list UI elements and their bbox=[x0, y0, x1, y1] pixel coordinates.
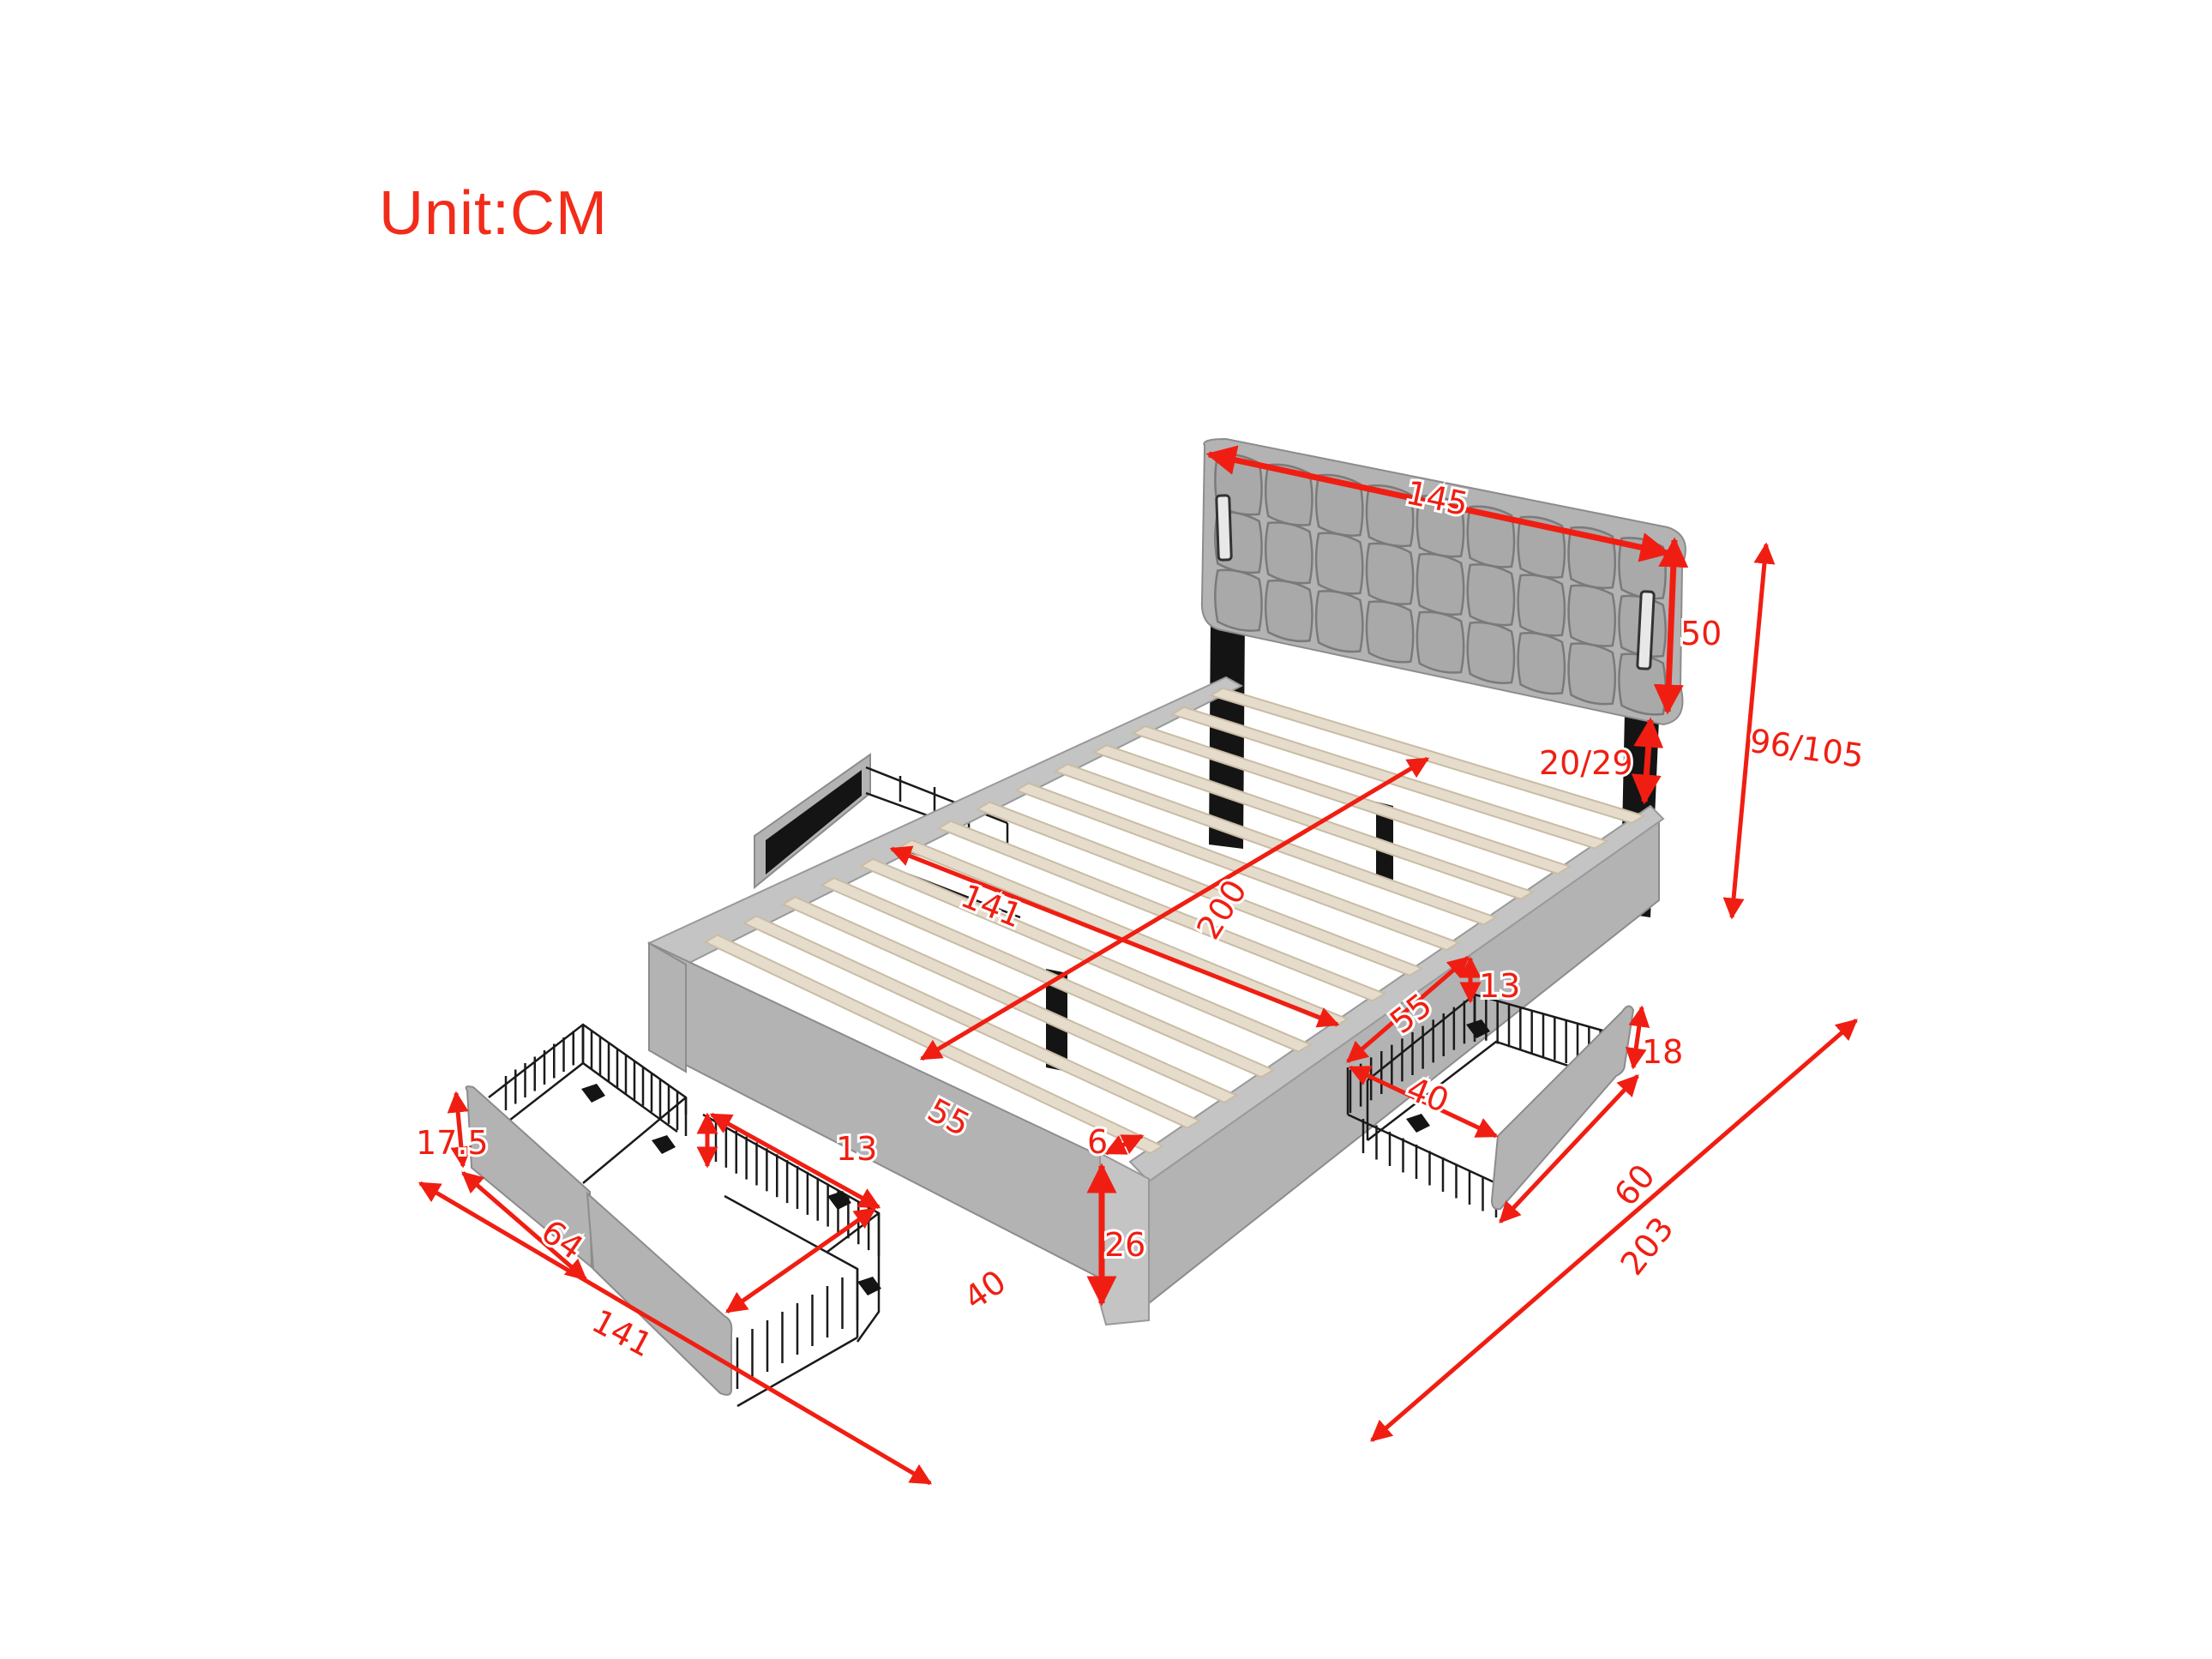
tuft bbox=[1365, 600, 1415, 664]
tuft bbox=[1264, 579, 1313, 643]
label-right-panel-height: 18 bbox=[1642, 1033, 1683, 1071]
arrow-right-panel-height bbox=[1625, 1005, 1650, 1070]
arrow-headboard-width bbox=[1205, 445, 1671, 562]
arrow-left-basket-width bbox=[724, 1206, 877, 1314]
slat bbox=[975, 801, 1424, 977]
tuft bbox=[1214, 568, 1263, 632]
arrow-left-basket-length bbox=[709, 1112, 881, 1210]
arrow-right-basket-width bbox=[1348, 1065, 1499, 1139]
label-frame-height: 26 bbox=[1104, 1226, 1145, 1264]
label-right-basket-height: 13 bbox=[1479, 967, 1520, 1005]
label-right-drawer-depth: 60 bbox=[1607, 1157, 1662, 1213]
label-leg-gap: 20/29 bbox=[1539, 744, 1633, 782]
arrow-left-panel-height bbox=[447, 1091, 472, 1169]
tuft bbox=[1567, 584, 1617, 647]
slat bbox=[1208, 687, 1646, 824]
arrow-headboard-height bbox=[1653, 537, 1689, 715]
label-headboard-height: 50 bbox=[1680, 615, 1722, 652]
right-drawer-panel[interactable] bbox=[1490, 1005, 1635, 1211]
tuft bbox=[1416, 552, 1465, 616]
tuft bbox=[1314, 532, 1364, 595]
arrow-total-height bbox=[1722, 542, 1776, 920]
arrow-inner-length bbox=[919, 756, 1430, 1061]
headboard-light-right bbox=[1636, 590, 1656, 670]
tuft bbox=[1365, 542, 1415, 605]
arrow-frame-thickness bbox=[1103, 1133, 1145, 1156]
dimension-arrows bbox=[418, 445, 1858, 1486]
tuft bbox=[1466, 621, 1516, 684]
label-frame-thickness: 6 bbox=[1087, 1123, 1108, 1161]
tuft bbox=[1466, 563, 1516, 627]
label-left-panel-height: 17.5 bbox=[416, 1124, 489, 1162]
arrow-leg-gap bbox=[1631, 717, 1664, 805]
arrow-right-drawer-depth bbox=[1499, 1074, 1639, 1223]
slat bbox=[898, 839, 1349, 1028]
tuft bbox=[1264, 521, 1313, 585]
tuft bbox=[1416, 610, 1465, 674]
arrow-right-basket-length bbox=[1346, 956, 1470, 1063]
arrow-overall-length bbox=[1370, 1019, 1858, 1442]
label-left-basket-height: 13 bbox=[836, 1130, 877, 1168]
unit-title: Unit:CM bbox=[379, 179, 609, 248]
arrow-left-drawer-width bbox=[461, 1171, 587, 1281]
headboard-light-left bbox=[1215, 494, 1233, 562]
tuft bbox=[1517, 574, 1566, 637]
arrow-overall-width bbox=[418, 1181, 933, 1486]
tuft bbox=[1517, 632, 1566, 695]
label-total-height: 96/105 bbox=[1747, 722, 1866, 775]
label-left-basket-width: 40 bbox=[957, 1263, 1013, 1318]
tuft bbox=[1314, 590, 1364, 653]
tuft bbox=[1567, 642, 1617, 706]
